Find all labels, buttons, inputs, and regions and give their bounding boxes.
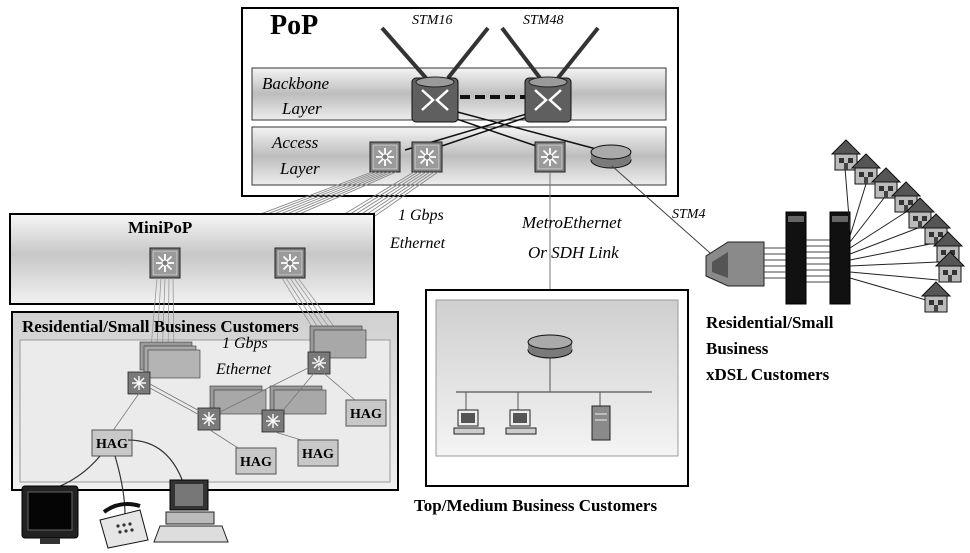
xdsl-rack-2-icon xyxy=(829,211,851,305)
lan-pc-1-icon xyxy=(453,409,485,435)
switch-stack-2 xyxy=(307,325,367,375)
switch-stack-4 xyxy=(261,385,327,433)
hag-box-4: HAG xyxy=(345,399,387,427)
lan-router-icon xyxy=(527,334,573,359)
backbone-layer-band xyxy=(251,67,667,121)
hag-box-1: HAG xyxy=(91,429,133,457)
pop-title: PoP xyxy=(270,10,319,41)
access-label-1: Access xyxy=(272,133,319,152)
svg-text:HAG: HAG xyxy=(302,447,334,462)
dslam-icon xyxy=(705,241,765,287)
svg-text:HAG: HAG xyxy=(350,407,382,422)
minipop-switch-2-icon xyxy=(274,247,306,279)
gbps-ethernet-label-2b: Ethernet xyxy=(216,361,272,378)
xdsl-label-3: xDSL Customers xyxy=(706,365,830,384)
minipop-box xyxy=(9,213,375,305)
residential-title: Residential/Small Business Customers xyxy=(22,317,299,336)
backbone-label-2: Layer xyxy=(282,99,322,118)
minipop-switch-1-icon xyxy=(149,247,181,279)
xdsl-label-2: Business xyxy=(706,339,769,358)
lan-server-icon xyxy=(591,405,611,441)
hag-box-3: HAG xyxy=(297,439,339,467)
lan-drops xyxy=(465,392,601,410)
house-9-icon xyxy=(921,281,951,313)
core-router-2-icon xyxy=(524,76,572,123)
metro-label-1: MetroEthernet xyxy=(522,213,622,232)
metro-label-2: Or SDH Link xyxy=(528,243,619,262)
top-medium-caption: Top/Medium Business Customers xyxy=(414,496,658,515)
access-router-icon xyxy=(590,144,632,169)
gbps-ethernet-label-2a: 1 Gbps xyxy=(222,335,268,352)
hag-box-2: HAG xyxy=(235,447,277,475)
svg-text:HAG: HAG xyxy=(240,455,272,470)
xdsl-label-1: Residential/Small xyxy=(706,313,834,332)
stm48-label: STM48 xyxy=(523,13,564,28)
xdsl-rack-1-icon xyxy=(785,211,807,305)
core-router-1-icon xyxy=(411,76,459,123)
tv-icon xyxy=(21,485,79,544)
stm4-label: STM4 xyxy=(672,207,706,222)
backbone-label-1: Backbone xyxy=(262,74,330,93)
access-switch-1-icon xyxy=(369,141,401,173)
dslam-bundle xyxy=(764,239,830,283)
access-switch-2-icon xyxy=(411,141,443,173)
gbps-ethernet-label-1b: Ethernet xyxy=(390,235,446,252)
stm16-label: STM16 xyxy=(412,13,453,28)
switch-stack-3 xyxy=(197,385,267,431)
phone-icon xyxy=(99,502,149,549)
lan-pc-2-icon xyxy=(505,409,537,435)
svg-text:HAG: HAG xyxy=(96,437,128,452)
residential-links xyxy=(111,361,356,449)
stm4-link xyxy=(611,165,719,261)
minipop-title: MiniPoP xyxy=(128,218,193,237)
house-links xyxy=(844,167,939,301)
access-switch-3-icon xyxy=(534,141,566,173)
stm-uplinks xyxy=(380,26,600,80)
access-label-2: Layer xyxy=(280,159,320,178)
pc-icon xyxy=(153,479,229,543)
gbps-ethernet-label-1a: 1 Gbps xyxy=(398,207,444,224)
switch-stack-1 xyxy=(127,341,201,395)
